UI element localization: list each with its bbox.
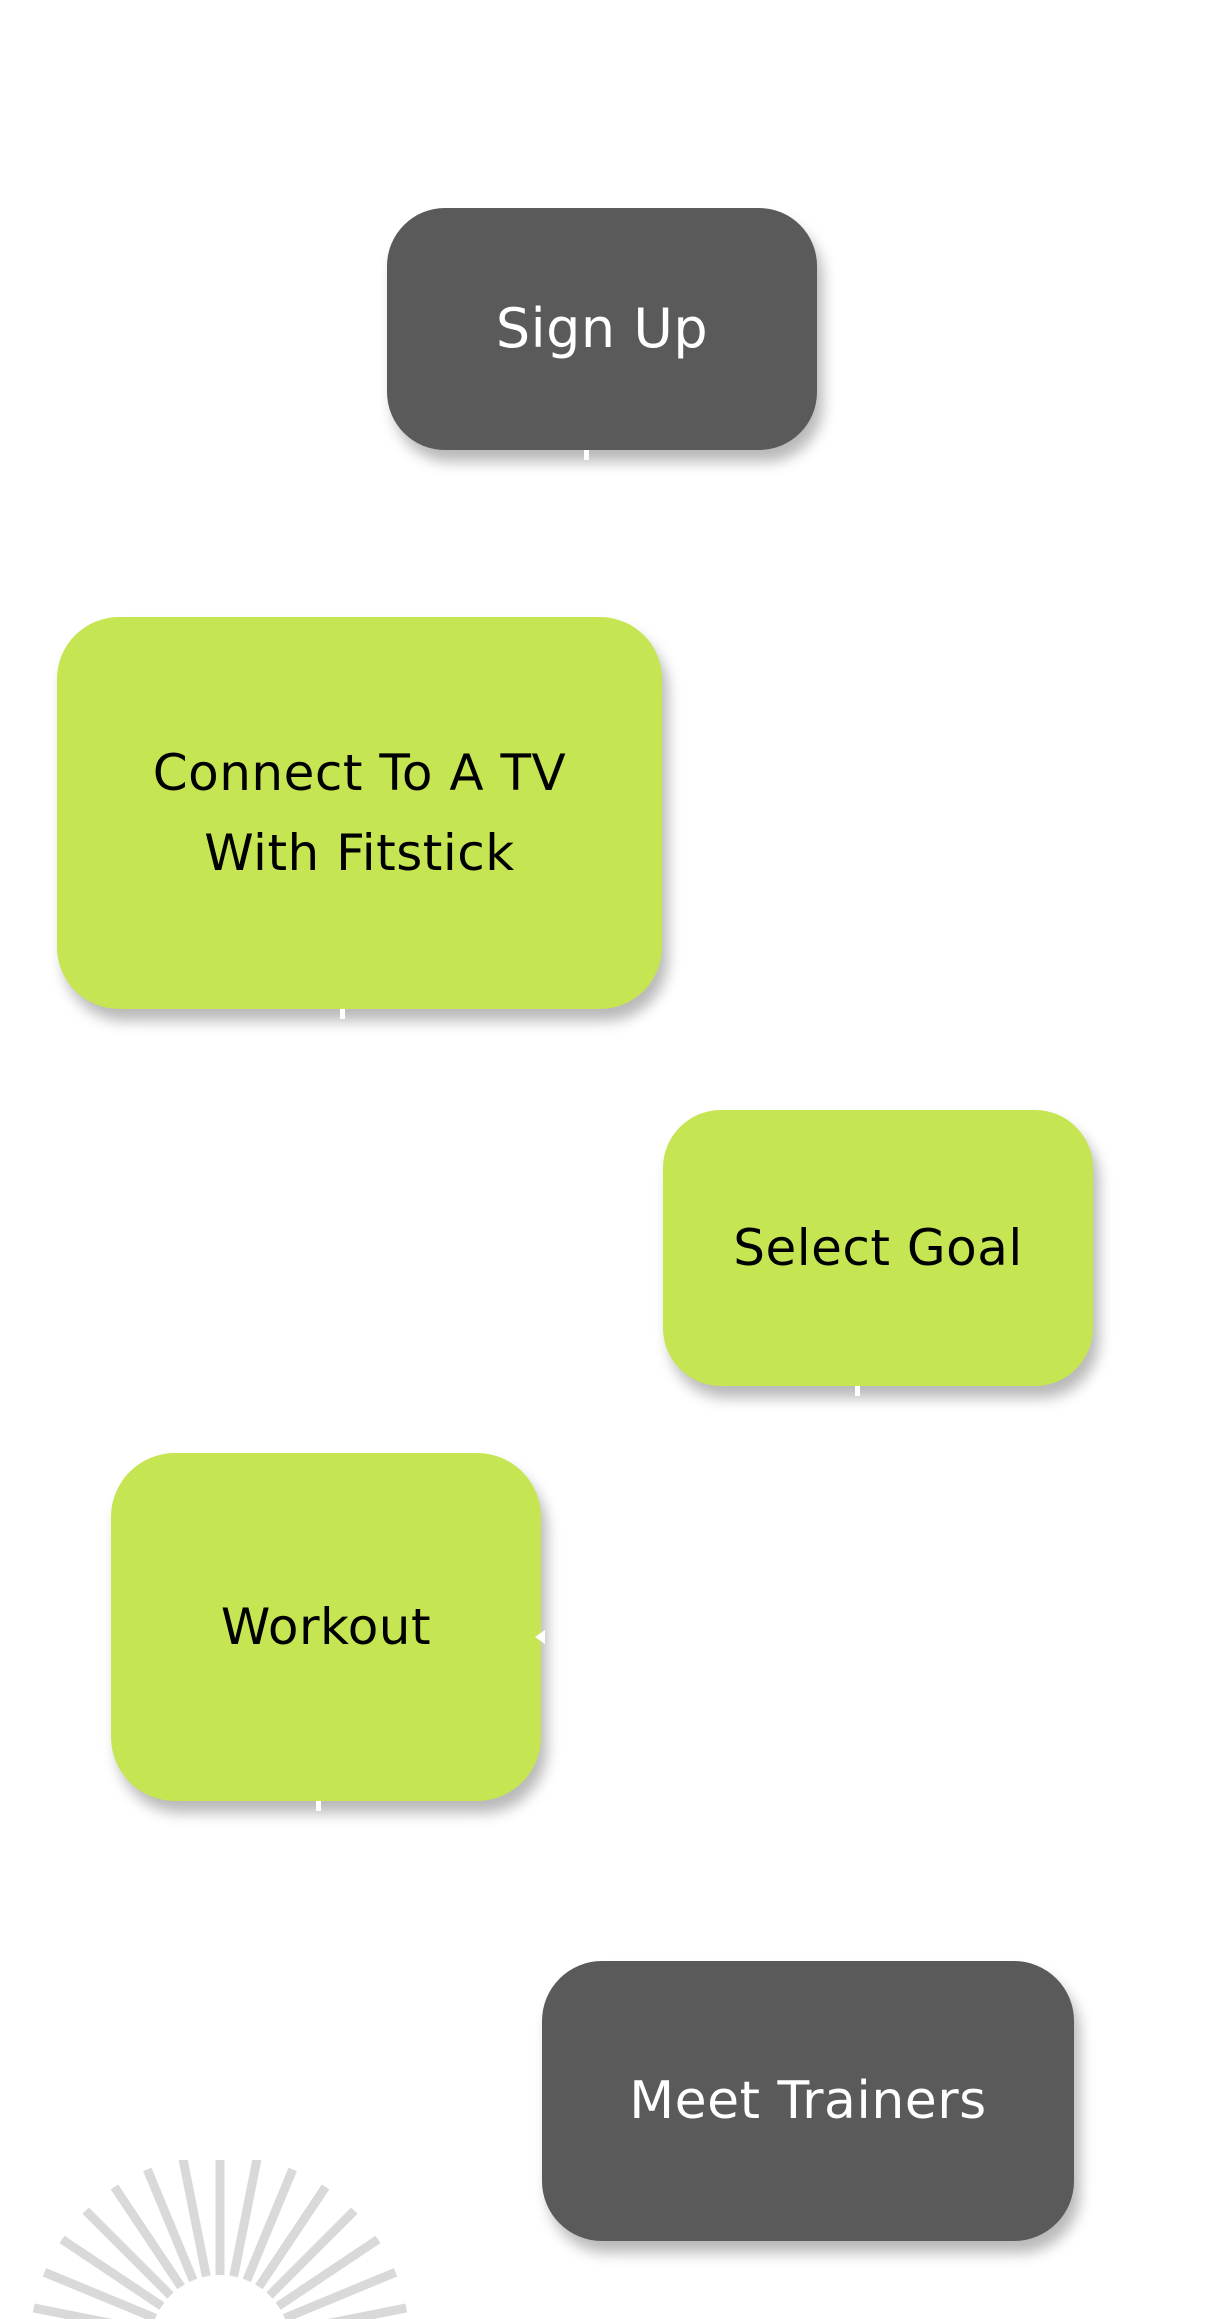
sunburst-ray — [282, 2268, 398, 2319]
sunburst-ray — [59, 2235, 165, 2310]
sunburst-ray — [32, 2303, 113, 2319]
node-meet-trainers[interactable]: Meet Trainers — [542, 1961, 1074, 2241]
sunburst-ray — [229, 2160, 262, 2278]
node-sign-up[interactable]: Sign Up — [387, 208, 817, 450]
node-workout-label: Workout — [220, 1598, 432, 1656]
sunburst-ray — [143, 2167, 198, 2283]
node-sign-up-label: Sign Up — [495, 297, 709, 360]
sunburst-ray — [82, 2207, 174, 2299]
sunburst-ray — [242, 2167, 297, 2283]
sunburst-ray — [42, 2268, 158, 2319]
node-select-goal[interactable]: Select Goal — [663, 1110, 1093, 1386]
sunburst-ray — [178, 2160, 211, 2278]
sunburst-ray — [110, 2184, 185, 2290]
connector-connect-bottom — [340, 1009, 345, 1019]
connector-goal-left — [654, 1250, 664, 1264]
connector-connect-top — [330, 609, 335, 619]
connector-workout-bottom — [316, 1801, 321, 1811]
sunburst-ray — [327, 2303, 408, 2319]
sunburst-ray — [275, 2235, 381, 2310]
sunburst-icon — [32, 2160, 408, 2319]
node-workout[interactable]: Workout — [111, 1453, 541, 1801]
connector-goal-bottom — [855, 1386, 860, 1396]
node-connect-tv-label: Connect To A TV With Fitstick — [152, 744, 567, 882]
connector-signup-bottom — [584, 450, 589, 460]
node-connect-tv[interactable]: Connect To A TV With Fitstick — [57, 617, 662, 1009]
node-meet-trainers-label: Meet Trainers — [629, 2071, 987, 2131]
sunburst-ray — [266, 2207, 358, 2299]
node-select-goal-label: Select Goal — [733, 1219, 1023, 1277]
sunburst-ray — [255, 2184, 330, 2290]
